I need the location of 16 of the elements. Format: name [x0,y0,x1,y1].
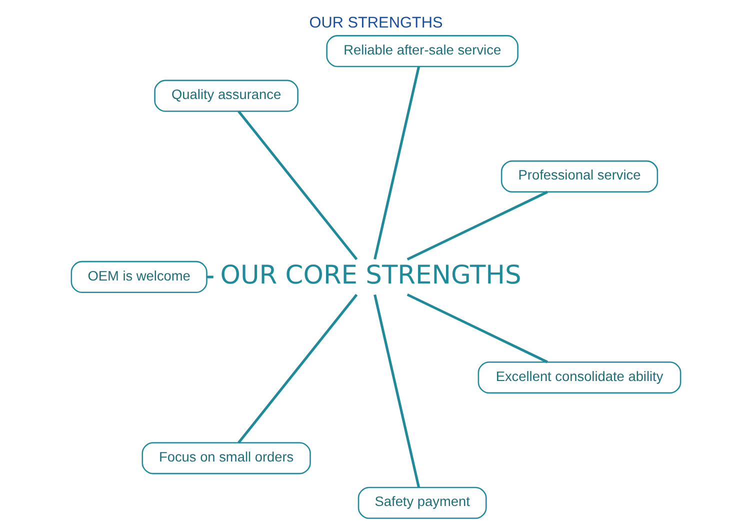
connector [237,294,358,444]
connector [373,66,420,260]
node-box: Excellent consolidate ability [477,361,681,394]
node-box: OEM is welcome [70,260,207,294]
node-text: OUR CORE STRENGTHS [220,260,521,290]
connector [406,190,548,261]
node-box: Professional service [500,160,658,193]
connector [406,293,548,364]
connector [373,294,420,488]
node-box: Focus on small orders [141,442,310,474]
connector [237,110,358,260]
node-box: Safety payment [357,486,486,519]
connector [206,276,213,278]
node-box: Quality assurance [154,80,298,112]
node-box: Reliable after-sale service [326,35,518,68]
diagram-title: OUR STRENGTHS [308,14,442,32]
